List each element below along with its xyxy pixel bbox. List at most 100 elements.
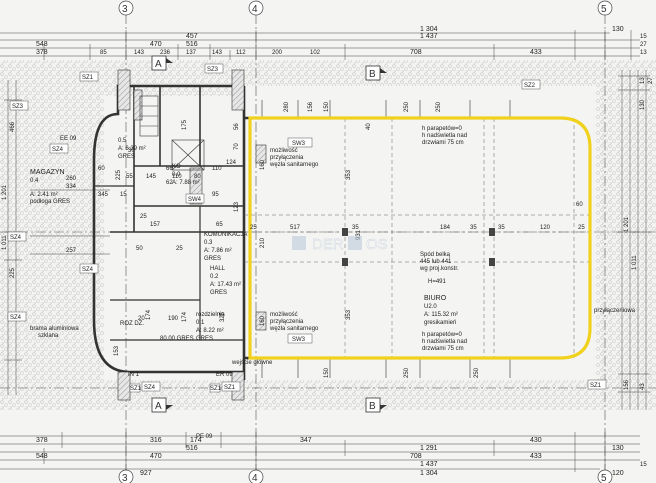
dim-misc-70: 70 (234, 143, 240, 150)
room-magazyn-name: MAGAZYN (30, 169, 65, 176)
tag-sz3-b: SZ3 (12, 104, 24, 110)
dim-int-184: 184 (440, 225, 451, 231)
note-beam-l1: Spód belką (420, 252, 451, 258)
dim-int-35b: 35 (498, 225, 505, 231)
note-brama-l2: szklana (38, 333, 59, 339)
note-parapet-bottom-l2: h nadświetla nad (422, 339, 467, 345)
room-rozdzielnia-floor: GRES (196, 336, 213, 342)
room-rozdzielnia-area: A: 8.22 m² (196, 328, 224, 334)
dim-left-225: 225 (10, 267, 16, 278)
dim-misc-30: 30 (128, 148, 135, 154)
dim-left-257: 257 (66, 248, 77, 254)
dim-bottom-378: 378 (36, 437, 48, 444)
axis-bubbles (118, 0, 613, 483)
dim-int-353b: 353 (346, 309, 352, 320)
room-komunikacja-name: KOMUNIKACJA (204, 232, 247, 238)
columns (342, 228, 495, 266)
ground-pavement (0, 60, 656, 410)
dim-misc-174b: 174 (146, 309, 152, 320)
note-brama-l1: brama aluminiowa (30, 326, 79, 332)
room-magazyn-area: A: 2.41 m² (30, 192, 58, 198)
dim-misc-35c: 35 (470, 225, 477, 231)
room-hall: HALL 0.2 A: 17.43 m² GRES (210, 266, 241, 296)
room-small-top-area: A: 6.39 m² (118, 146, 146, 152)
dim-int-150a: 150 (324, 101, 330, 112)
tag-sz4-c: SZ4 (10, 315, 22, 321)
dim-int-353a: 353 (346, 169, 352, 180)
dim-top-433: 433 (530, 49, 542, 56)
room-biuro-area: A: 115.32 m² (424, 312, 458, 318)
axis-label-5-bottom: 5 (601, 473, 607, 483)
dim-top-85: 85 (100, 50, 107, 56)
dim-misc-153: 153 (114, 345, 120, 356)
axis-label-4-bottom: 4 (252, 473, 258, 483)
bottom-dimension-ticks (43, 432, 606, 472)
dim-misc-280: 280 (284, 101, 290, 112)
tag-sz1-c: SZ1 (590, 383, 602, 389)
dim-misc-15: 15 (120, 192, 127, 198)
tag-sz4-d: SZ4 (10, 235, 22, 241)
dim-top-102: 102 (310, 50, 321, 56)
dim-int-25b: 25 (578, 225, 585, 231)
room-rozdzielnia: rozdzielnia 0.1 A: 8.22 m² GRES (196, 312, 225, 342)
axis-label-3-bottom: 3 (122, 473, 128, 483)
dim-misc-60: 60 (98, 166, 105, 172)
dim-bottom-470: 470 (150, 453, 162, 460)
dim-top-548: 548 (36, 41, 48, 48)
axis-label-4-top: 4 (252, 4, 258, 15)
note-f-b: ER 09 (216, 372, 233, 378)
dim-misc-20: 20 (138, 316, 145, 322)
dim-bottom-433: 433 (530, 453, 542, 460)
stair-core (139, 95, 205, 171)
top-dimensions (0, 32, 640, 57)
top-dimension-ticks (43, 30, 632, 60)
dim-top-13: 13 (640, 50, 647, 56)
note-beam-l4: H=491 (428, 279, 447, 285)
dim-misc-60b: 60 (576, 202, 583, 208)
note-sw3-top-l3: węzła sanitarnego (269, 162, 319, 168)
dim-top-27: 27 (640, 42, 647, 48)
tag-sz1-b: SZ1 (224, 385, 236, 391)
room-komunikacja-floor: GRES (204, 256, 221, 262)
section-marker-a-top: A (155, 59, 162, 70)
dim-misc-50: 50 (136, 246, 143, 252)
tag-sz4-b: SZ4 (82, 267, 94, 273)
dim-misc-55: 55 (126, 174, 133, 180)
room-rozdzielnia-num: 0.1 (196, 320, 205, 326)
dim-left-334: 334 (66, 184, 77, 190)
dim-bottom-548: 548 (36, 453, 48, 460)
dim-misc-174: 174 (182, 311, 188, 322)
dim-misc-123: 123 (234, 201, 240, 212)
dim-bottom-430: 430 (530, 437, 542, 444)
dim-misc-156: 156 (308, 101, 314, 112)
room-biuro-name: BIURO (424, 295, 447, 302)
dim-bottom-174: 174 (190, 437, 202, 444)
section-marker-arrows (166, 58, 387, 410)
dim-right-27: 27 (648, 77, 654, 84)
dim-top-470: 470 (150, 41, 162, 48)
dim-bottom-1291: 1 291 (420, 445, 438, 452)
dim-bottom-120: 120 (612, 470, 624, 477)
room-small-top-floor: GRES (118, 154, 135, 160)
dim-top-112: 112 (236, 50, 246, 56)
room-small-top: 0.5 A: 6.39 m² GRES (118, 138, 146, 160)
dim-bottom-347: 347 (300, 437, 312, 444)
dim-bottom-516: 516 (186, 445, 198, 452)
note-sw3-bottom: możliwość przyłączenia węzła sanitarnego… (269, 312, 319, 344)
dim-top-378: 378 (36, 49, 48, 56)
room-small-top-num: 0.5 (118, 138, 127, 144)
dim-misc-157: 157 (150, 222, 161, 228)
dim-int-931: 931 (356, 229, 362, 240)
section-marker-b-bottom: B (369, 401, 376, 412)
tag-sz4-e: SZ4 (144, 385, 156, 391)
dim-top-137: 137 (186, 50, 197, 56)
dim-misc-66: 66 (166, 166, 173, 172)
note-sw3-top: SW3 możliwość przyłączenia węzła sanitar… (269, 137, 319, 168)
room-magazyn: MAGAZYN 0.4 A: 2.41 m² podłoga GRES (30, 169, 70, 205)
room-hall-name: HALL (210, 266, 226, 272)
dim-misc-175: 175 (182, 119, 188, 130)
dim-misc-25: 25 (176, 246, 183, 252)
note-parapet-top-l2: h nadświetla nad (422, 133, 467, 139)
dim-misc-160b: 160 (260, 315, 266, 326)
